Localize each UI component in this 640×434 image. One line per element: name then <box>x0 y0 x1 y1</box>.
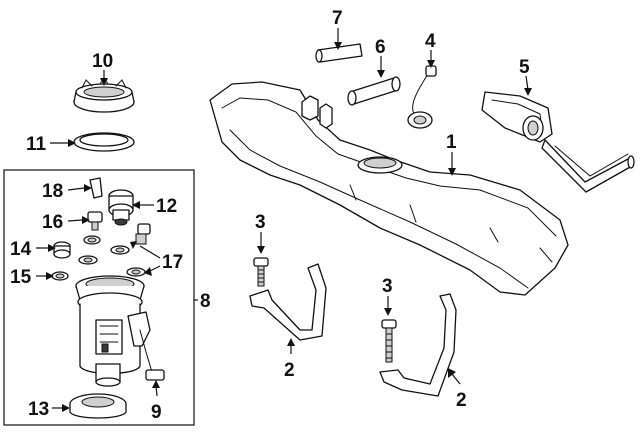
callout-13: 13 <box>28 399 49 420</box>
callout-10: 10 <box>92 51 113 72</box>
part-2-tank-strap-right <box>379 293 457 397</box>
callout-4: 4 <box>425 31 436 52</box>
callout-17: 17 <box>162 252 183 273</box>
part-connector <box>135 223 151 245</box>
callout-11: 11 <box>26 134 47 155</box>
part-1-fuel-tank <box>209 81 569 296</box>
callout-15: 15 <box>10 267 32 288</box>
callout-16: 16 <box>42 212 63 233</box>
part-4-wiring-harness <box>407 65 437 129</box>
part-7-vent-tube <box>315 43 363 63</box>
part-3-bolt-right <box>381 319 397 363</box>
callout-3-left: 3 <box>255 212 266 233</box>
part-16-fitting <box>87 211 103 231</box>
part-17-o-ring-lower-right <box>126 267 146 277</box>
callout-2-left: 2 <box>284 360 295 381</box>
part-2-tank-strap-left <box>249 263 327 341</box>
part-9-level-sensor <box>127 311 165 381</box>
callout-8: 8 <box>200 291 211 312</box>
part-14-cap <box>53 241 71 259</box>
part-10-lock-ring <box>73 77 135 113</box>
pump-inset-frame <box>3 169 195 426</box>
callout-12: 12 <box>156 196 177 217</box>
part-15-o-ring <box>51 271 69 281</box>
part-12-pressure-regulator <box>108 189 134 226</box>
part-6-filler-hose <box>347 76 401 106</box>
callout-14: 14 <box>10 239 32 260</box>
part-5-filler-neck <box>481 91 635 193</box>
callout-3-right: 3 <box>382 276 393 297</box>
part-17-o-ring-lower-left <box>78 255 98 265</box>
part-13-strainer <box>69 393 127 419</box>
part-17-o-ring-mid <box>110 245 130 255</box>
part-18-clip <box>89 177 103 199</box>
part-17-o-ring-upper <box>83 235 101 245</box>
part-3-bolt-left <box>253 257 269 287</box>
callout-1: 1 <box>446 132 457 153</box>
callout-9: 9 <box>151 402 162 423</box>
leader-lines <box>36 28 532 412</box>
part-fuel-pump-module <box>75 275 145 387</box>
callout-2-right: 2 <box>456 390 467 411</box>
callout-7: 7 <box>332 8 343 29</box>
callout-6: 6 <box>375 37 386 58</box>
callout-5: 5 <box>519 57 530 78</box>
part-11-seal <box>73 132 135 152</box>
callout-18: 18 <box>42 181 63 202</box>
